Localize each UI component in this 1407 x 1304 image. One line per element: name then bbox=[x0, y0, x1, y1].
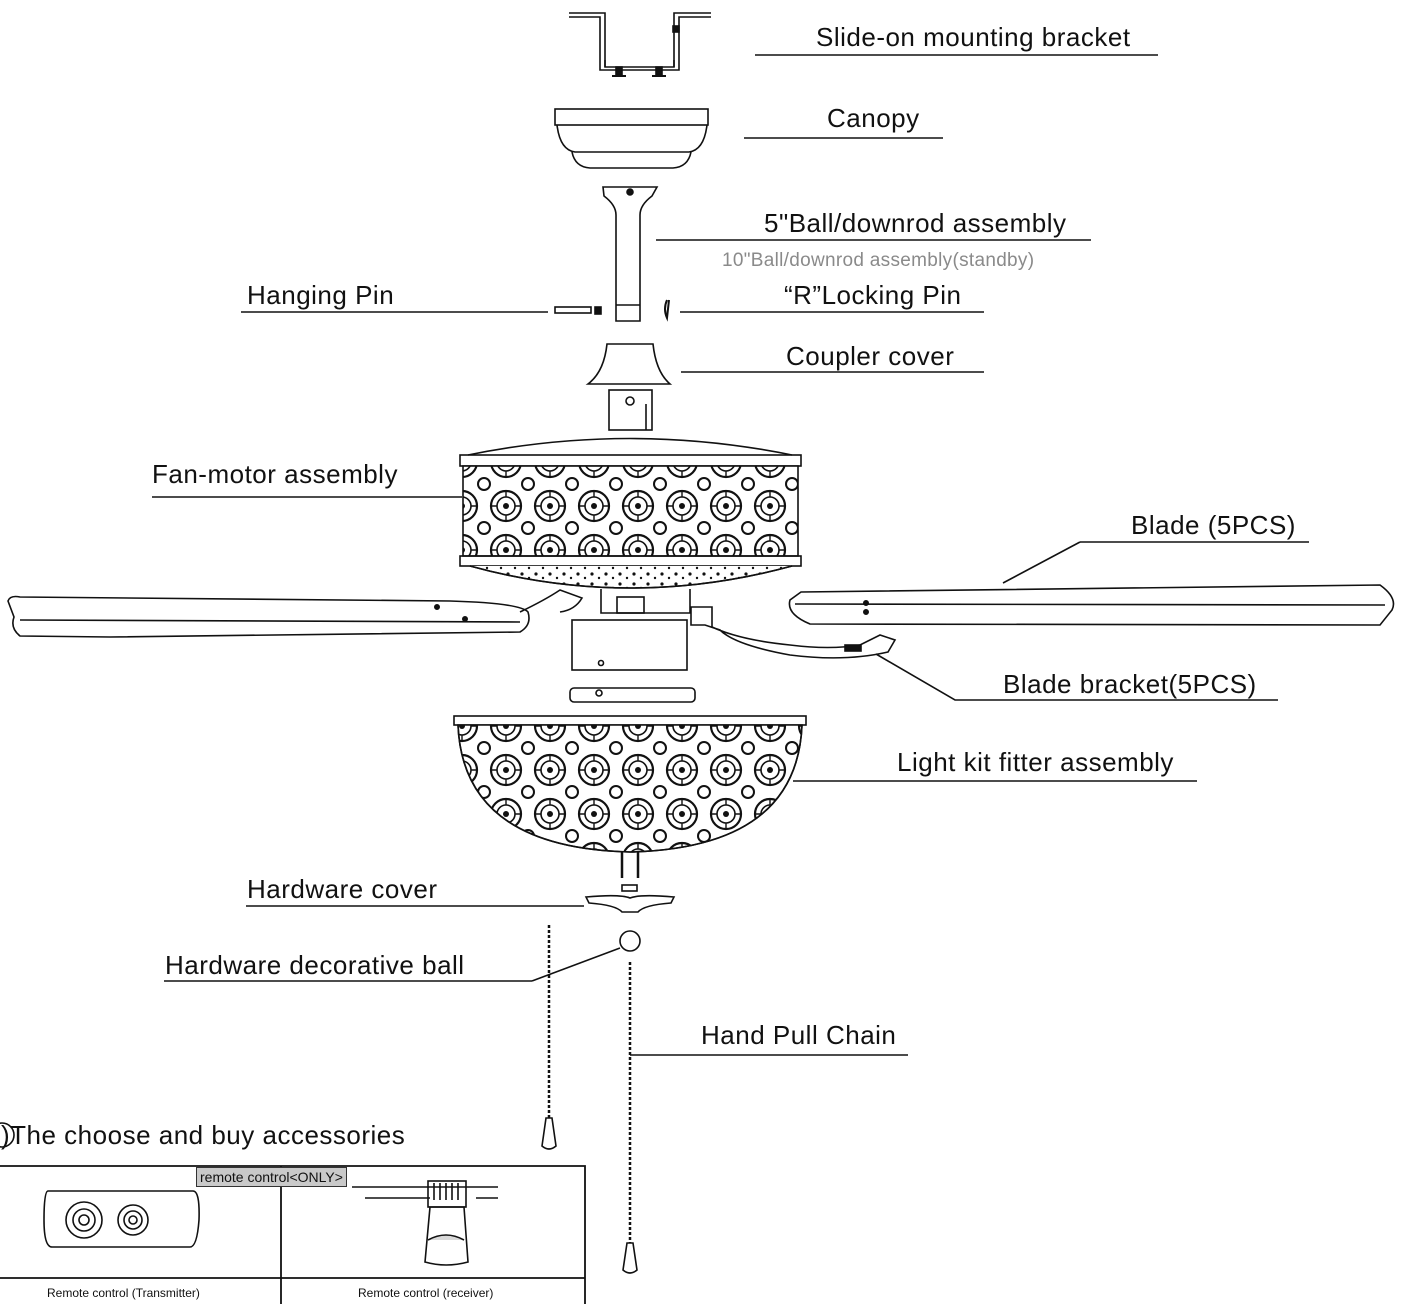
light-kit-part bbox=[453, 715, 807, 892]
accessories-heading: )The choose and buy accessories bbox=[1, 1120, 406, 1150]
label-fan-motor: Fan-motor assembly bbox=[152, 459, 398, 489]
canopy-part bbox=[554, 108, 709, 169]
label-canopy: Canopy bbox=[827, 103, 920, 133]
label-locking-pin: “R”Locking Pin bbox=[784, 280, 962, 310]
switch-housing-part bbox=[569, 589, 696, 703]
label-pull-chain: Hand Pull Chain bbox=[701, 1020, 897, 1050]
label-light-kit: Light kit fitter assembly bbox=[897, 747, 1174, 777]
hardware-cover-part bbox=[584, 894, 676, 913]
accessories-table bbox=[0, 1122, 586, 1304]
hanging-pin-part bbox=[554, 306, 602, 315]
fan-motor-part bbox=[459, 437, 802, 589]
transmitter-part bbox=[43, 1190, 200, 1248]
label-downrod-standby: 10"Ball/downrod assembly(standby) bbox=[722, 250, 1035, 271]
label-receiver: Remote control (receiver) bbox=[358, 1286, 494, 1300]
left-blade-part bbox=[7, 589, 584, 638]
label-coupler-cover: Coupler cover bbox=[786, 341, 955, 371]
label-decorative-ball: Hardware decorative ball bbox=[165, 950, 465, 980]
downrod-part bbox=[602, 186, 659, 322]
label-hardware-cover: Hardware cover bbox=[247, 874, 438, 904]
mounting-bracket-part bbox=[569, 12, 711, 77]
label-blade: Blade (5PCS) bbox=[1131, 510, 1296, 540]
label-mounting-bracket: Slide-on mounting bracket bbox=[816, 22, 1131, 52]
right-blade-part bbox=[788, 584, 1395, 626]
label-hanging-pin: Hanging Pin bbox=[247, 280, 395, 310]
decorative-ball-part bbox=[619, 930, 641, 952]
r-pin-part bbox=[664, 299, 670, 322]
remote-only-tag: remote control<ONLY> bbox=[196, 1167, 347, 1187]
blade-bracket-part bbox=[690, 606, 897, 659]
coupler-part bbox=[585, 343, 673, 385]
label-transmitter: Remote control (Transmitter) bbox=[47, 1286, 200, 1300]
label-downrod: 5"Ball/downrod assembly bbox=[764, 208, 1067, 238]
label-blade-bracket: Blade bracket(5PCS) bbox=[1003, 669, 1257, 699]
receiver-part bbox=[352, 1180, 498, 1266]
